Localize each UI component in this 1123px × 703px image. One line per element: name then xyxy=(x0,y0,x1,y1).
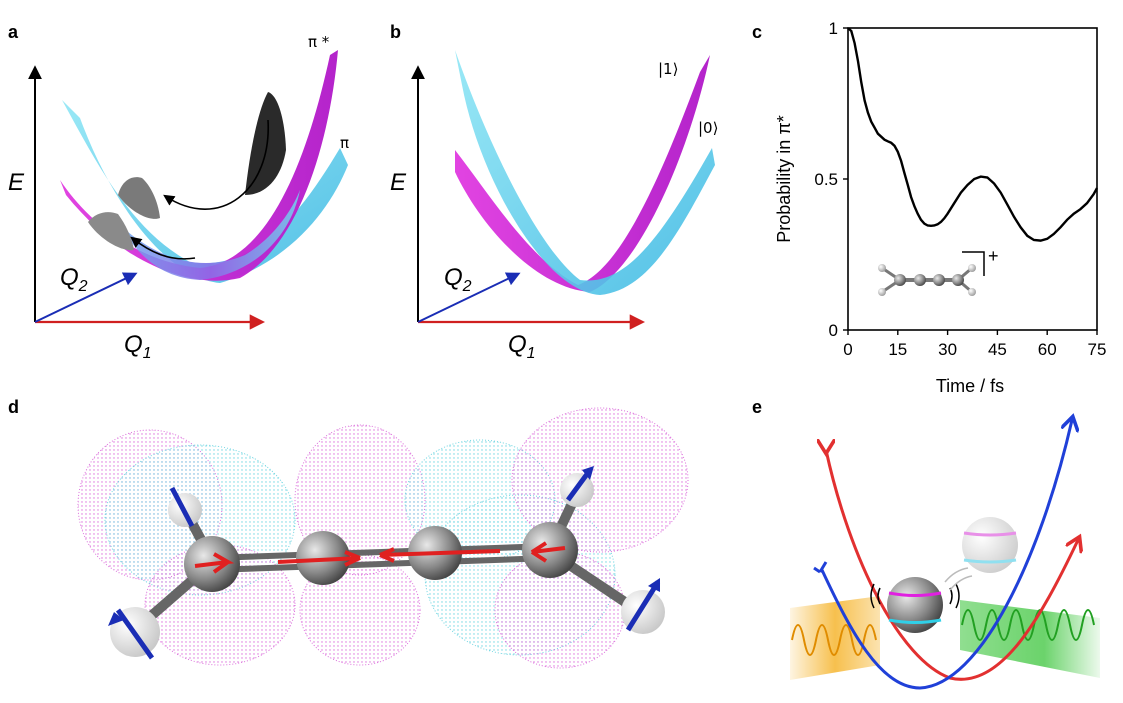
blue-vector-head xyxy=(582,466,594,480)
h-atom xyxy=(968,264,976,272)
cyan-band xyxy=(888,618,942,624)
red-vector xyxy=(379,547,501,563)
blue-vector-head xyxy=(108,612,124,626)
surface-overlap xyxy=(120,190,300,280)
vibration-marks-left xyxy=(870,583,881,609)
pi-label: π xyxy=(340,134,349,152)
ket-0-label: |0⟩ xyxy=(698,119,718,137)
y-axis-title: Probability in π* xyxy=(774,115,794,242)
x-tick-label: 30 xyxy=(938,340,957,359)
chart-ticks: 0 15 30 45 60 75 0 0.5 1 xyxy=(814,19,1106,359)
x-axis-title: Time / fs xyxy=(936,376,1004,396)
pi-star-label: π * xyxy=(308,33,330,51)
motion-trail xyxy=(944,567,973,591)
cumulene-inset: + xyxy=(878,246,999,296)
panel-c-letter: c xyxy=(752,22,762,42)
panel-a-letter: a xyxy=(8,22,19,42)
wavepacket-gray-upper xyxy=(118,177,160,219)
panel-d-letter: d xyxy=(8,397,19,417)
ghost-magenta-band xyxy=(963,531,1017,537)
x-tick-label: 60 xyxy=(1038,340,1057,359)
c-atom xyxy=(894,274,906,286)
y-tick-label: 1 xyxy=(829,19,838,38)
q2-axis-b xyxy=(417,272,521,323)
c-atom xyxy=(914,274,926,286)
state-0-surface xyxy=(455,50,715,295)
wavepacket-gray-lower xyxy=(88,212,134,251)
c-atom xyxy=(952,274,964,286)
q1-label-b: Q1 xyxy=(508,331,536,362)
panel-b-letter: b xyxy=(390,22,401,42)
q2-axis xyxy=(34,272,138,323)
h-atom xyxy=(878,264,886,272)
q2-label-b: Q2 xyxy=(444,264,472,295)
energy-label-b: E xyxy=(390,169,407,196)
y-tick-label: 0 xyxy=(829,321,838,340)
relaxation-arrow-upper xyxy=(163,119,269,210)
ket-1-label: |1⟩ xyxy=(658,60,678,78)
ghost-cyan-band xyxy=(963,558,1017,564)
c-atom xyxy=(933,274,945,286)
blue-potential-curve xyxy=(820,420,1072,690)
qubit-ball xyxy=(887,577,943,633)
magenta-band xyxy=(888,591,942,597)
x-tick-label: 0 xyxy=(843,340,852,359)
probability-curve xyxy=(847,27,1099,242)
green-wave xyxy=(961,609,1095,641)
panel-b: b E Q2 Q1 |1⟩ |0⟩ xyxy=(390,22,718,362)
h-atom xyxy=(878,288,886,296)
panel-d: d xyxy=(8,397,689,669)
x-tick-label: 75 xyxy=(1088,340,1107,359)
blue-arrowhead-left xyxy=(813,561,828,574)
blue-vector xyxy=(115,608,155,660)
q2-label: Q2 xyxy=(60,264,88,295)
wavepacket-black xyxy=(245,92,286,195)
relaxation-arrow-lower xyxy=(130,236,196,260)
blue-vector-head xyxy=(648,578,660,592)
blue-vector xyxy=(625,580,661,632)
panel-e-letter: e xyxy=(752,397,762,417)
displacement-vectors xyxy=(108,466,661,660)
red-vector xyxy=(530,541,566,563)
orange-laser-beam xyxy=(790,596,880,680)
red-vector xyxy=(194,552,235,574)
x-tick-label: 45 xyxy=(988,340,1007,359)
ghost-qubit-ball xyxy=(962,517,1018,573)
panel-a: a E Q2 Q1 π * π xyxy=(8,22,349,362)
y-tick-label: 0.5 xyxy=(814,170,838,189)
pi-star-surface xyxy=(60,50,338,281)
x-tick-label: 15 xyxy=(888,340,907,359)
energy-label: E xyxy=(8,169,25,196)
panel-e: e xyxy=(752,397,1100,690)
red-vector xyxy=(277,550,361,567)
h-atom xyxy=(968,288,976,296)
blue-vector xyxy=(169,486,195,528)
charge-bracket xyxy=(962,251,985,276)
molecular-orbital-lobes xyxy=(77,407,689,669)
ion-charge: + xyxy=(988,246,999,266)
q1-label: Q1 xyxy=(124,331,152,362)
panel-c: c 0 15 30 45 60 75 0 0.5 1 Time / fs Probability… xyxy=(752,19,1106,396)
